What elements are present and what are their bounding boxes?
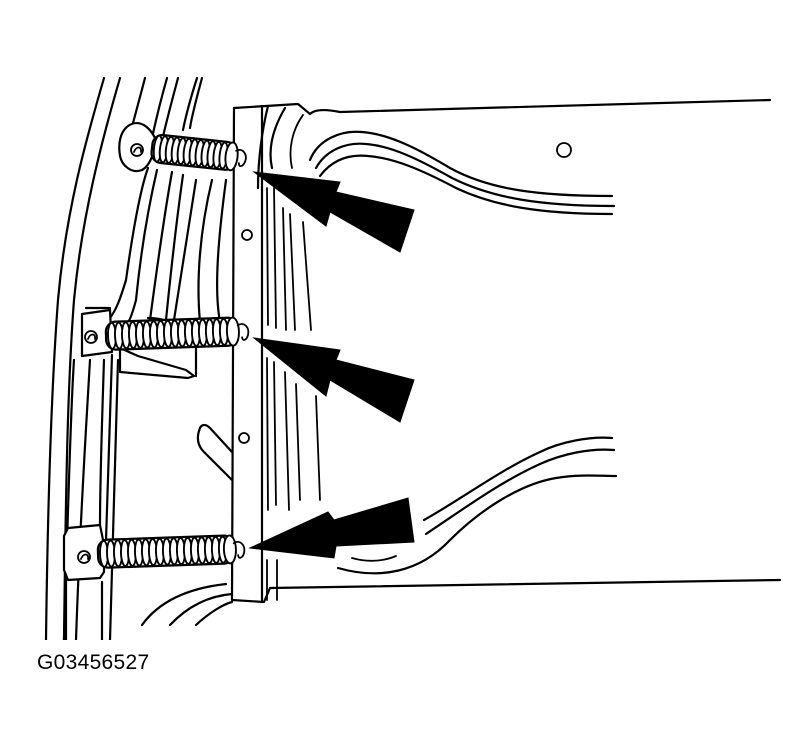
panel-edge [196, 98, 782, 604]
left-frame [44, 76, 228, 640]
lower-bracket [62, 523, 106, 582]
upper-spring-arrow [252, 171, 415, 253]
lower-spring [96, 534, 246, 569]
lower-spring-arrow [248, 497, 415, 559]
upper-bracket [118, 122, 157, 173]
spring-diagram [44, 76, 782, 640]
figure-id-label: G03456527 [37, 651, 150, 674]
middle-spring [104, 316, 250, 351]
upper-spring [150, 133, 247, 172]
panel-body [140, 130, 618, 627]
middle-spring-arrow [252, 337, 415, 423]
